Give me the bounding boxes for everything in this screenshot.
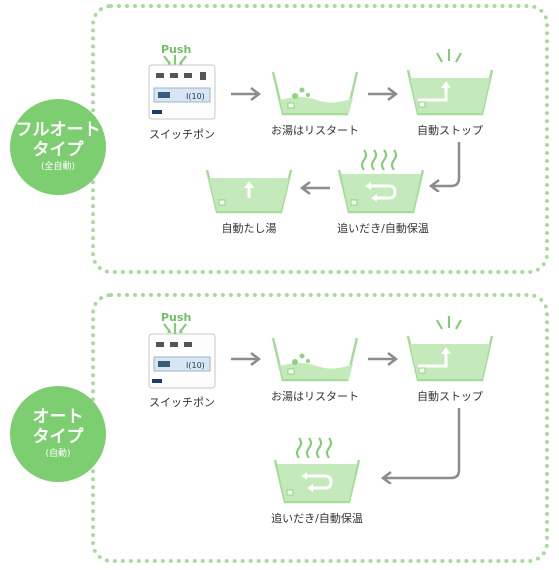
badge-subtitle: (自動) [45, 449, 71, 459]
full-auto-badge: フルオート タイプ (全自動) [10, 99, 106, 195]
bathtub-top-up-icon [205, 169, 293, 214]
step-label-keep-warm: 追いだき/自動保温 [337, 222, 429, 235]
arrow-right-icon [368, 87, 399, 101]
remote-controller-icon: Ⅰ(10) [148, 64, 216, 120]
step-label-stop: 自動ストップ [417, 124, 483, 137]
step-label-switch: スイッチポン [149, 396, 215, 409]
push-arrows-icon [163, 55, 187, 66]
badge-title-line1: フルオート [15, 120, 101, 140]
auto-badge: オート タイプ (自動) [10, 386, 106, 482]
steam-icon [361, 149, 397, 170]
push-label: Push [161, 311, 192, 324]
step-label-restart: お湯はリスタート [271, 124, 359, 137]
arrow-down-left-icon [428, 142, 461, 192]
step-label-switch: スイッチポン [149, 128, 215, 141]
steam-icon [296, 437, 332, 458]
push-label: Push [161, 43, 192, 56]
badge-title-line1: オート [32, 407, 84, 427]
arrow-right-icon [368, 352, 399, 366]
arrow-left-icon [299, 181, 330, 195]
step-label-keep-warm: 追いだき/自動保温 [271, 512, 363, 525]
bathtub-stop-icon [406, 335, 494, 382]
arrow-right-icon [231, 87, 262, 101]
step-label-stop: 自動ストップ [417, 390, 483, 403]
sparkle-icon [436, 316, 462, 330]
step-label-restart: お湯はリスタート [271, 390, 359, 403]
sparkle-icon [436, 49, 462, 63]
bathtub-restart-icon [271, 337, 359, 382]
step-label-top-up: 自動たし湯 [221, 222, 277, 235]
bathtub-restart-icon [271, 71, 359, 116]
badge-subtitle: (全自動) [40, 162, 76, 172]
remote-display-text: Ⅰ(10) [186, 92, 205, 101]
push-arrows-icon [163, 323, 187, 334]
arrow-right-icon [231, 352, 262, 366]
bathtub-stop-icon [406, 69, 494, 116]
badge-title-line2: タイプ [32, 140, 84, 160]
arrow-down-left-icon [380, 408, 461, 484]
badge-title-line2: タイプ [32, 427, 84, 447]
remote-display-text: Ⅰ(10) [186, 361, 205, 370]
bathtub-reheat-icon [273, 459, 361, 504]
remote-controller-icon: Ⅰ(10) [148, 333, 216, 389]
bathtub-reheat-icon [337, 169, 425, 214]
